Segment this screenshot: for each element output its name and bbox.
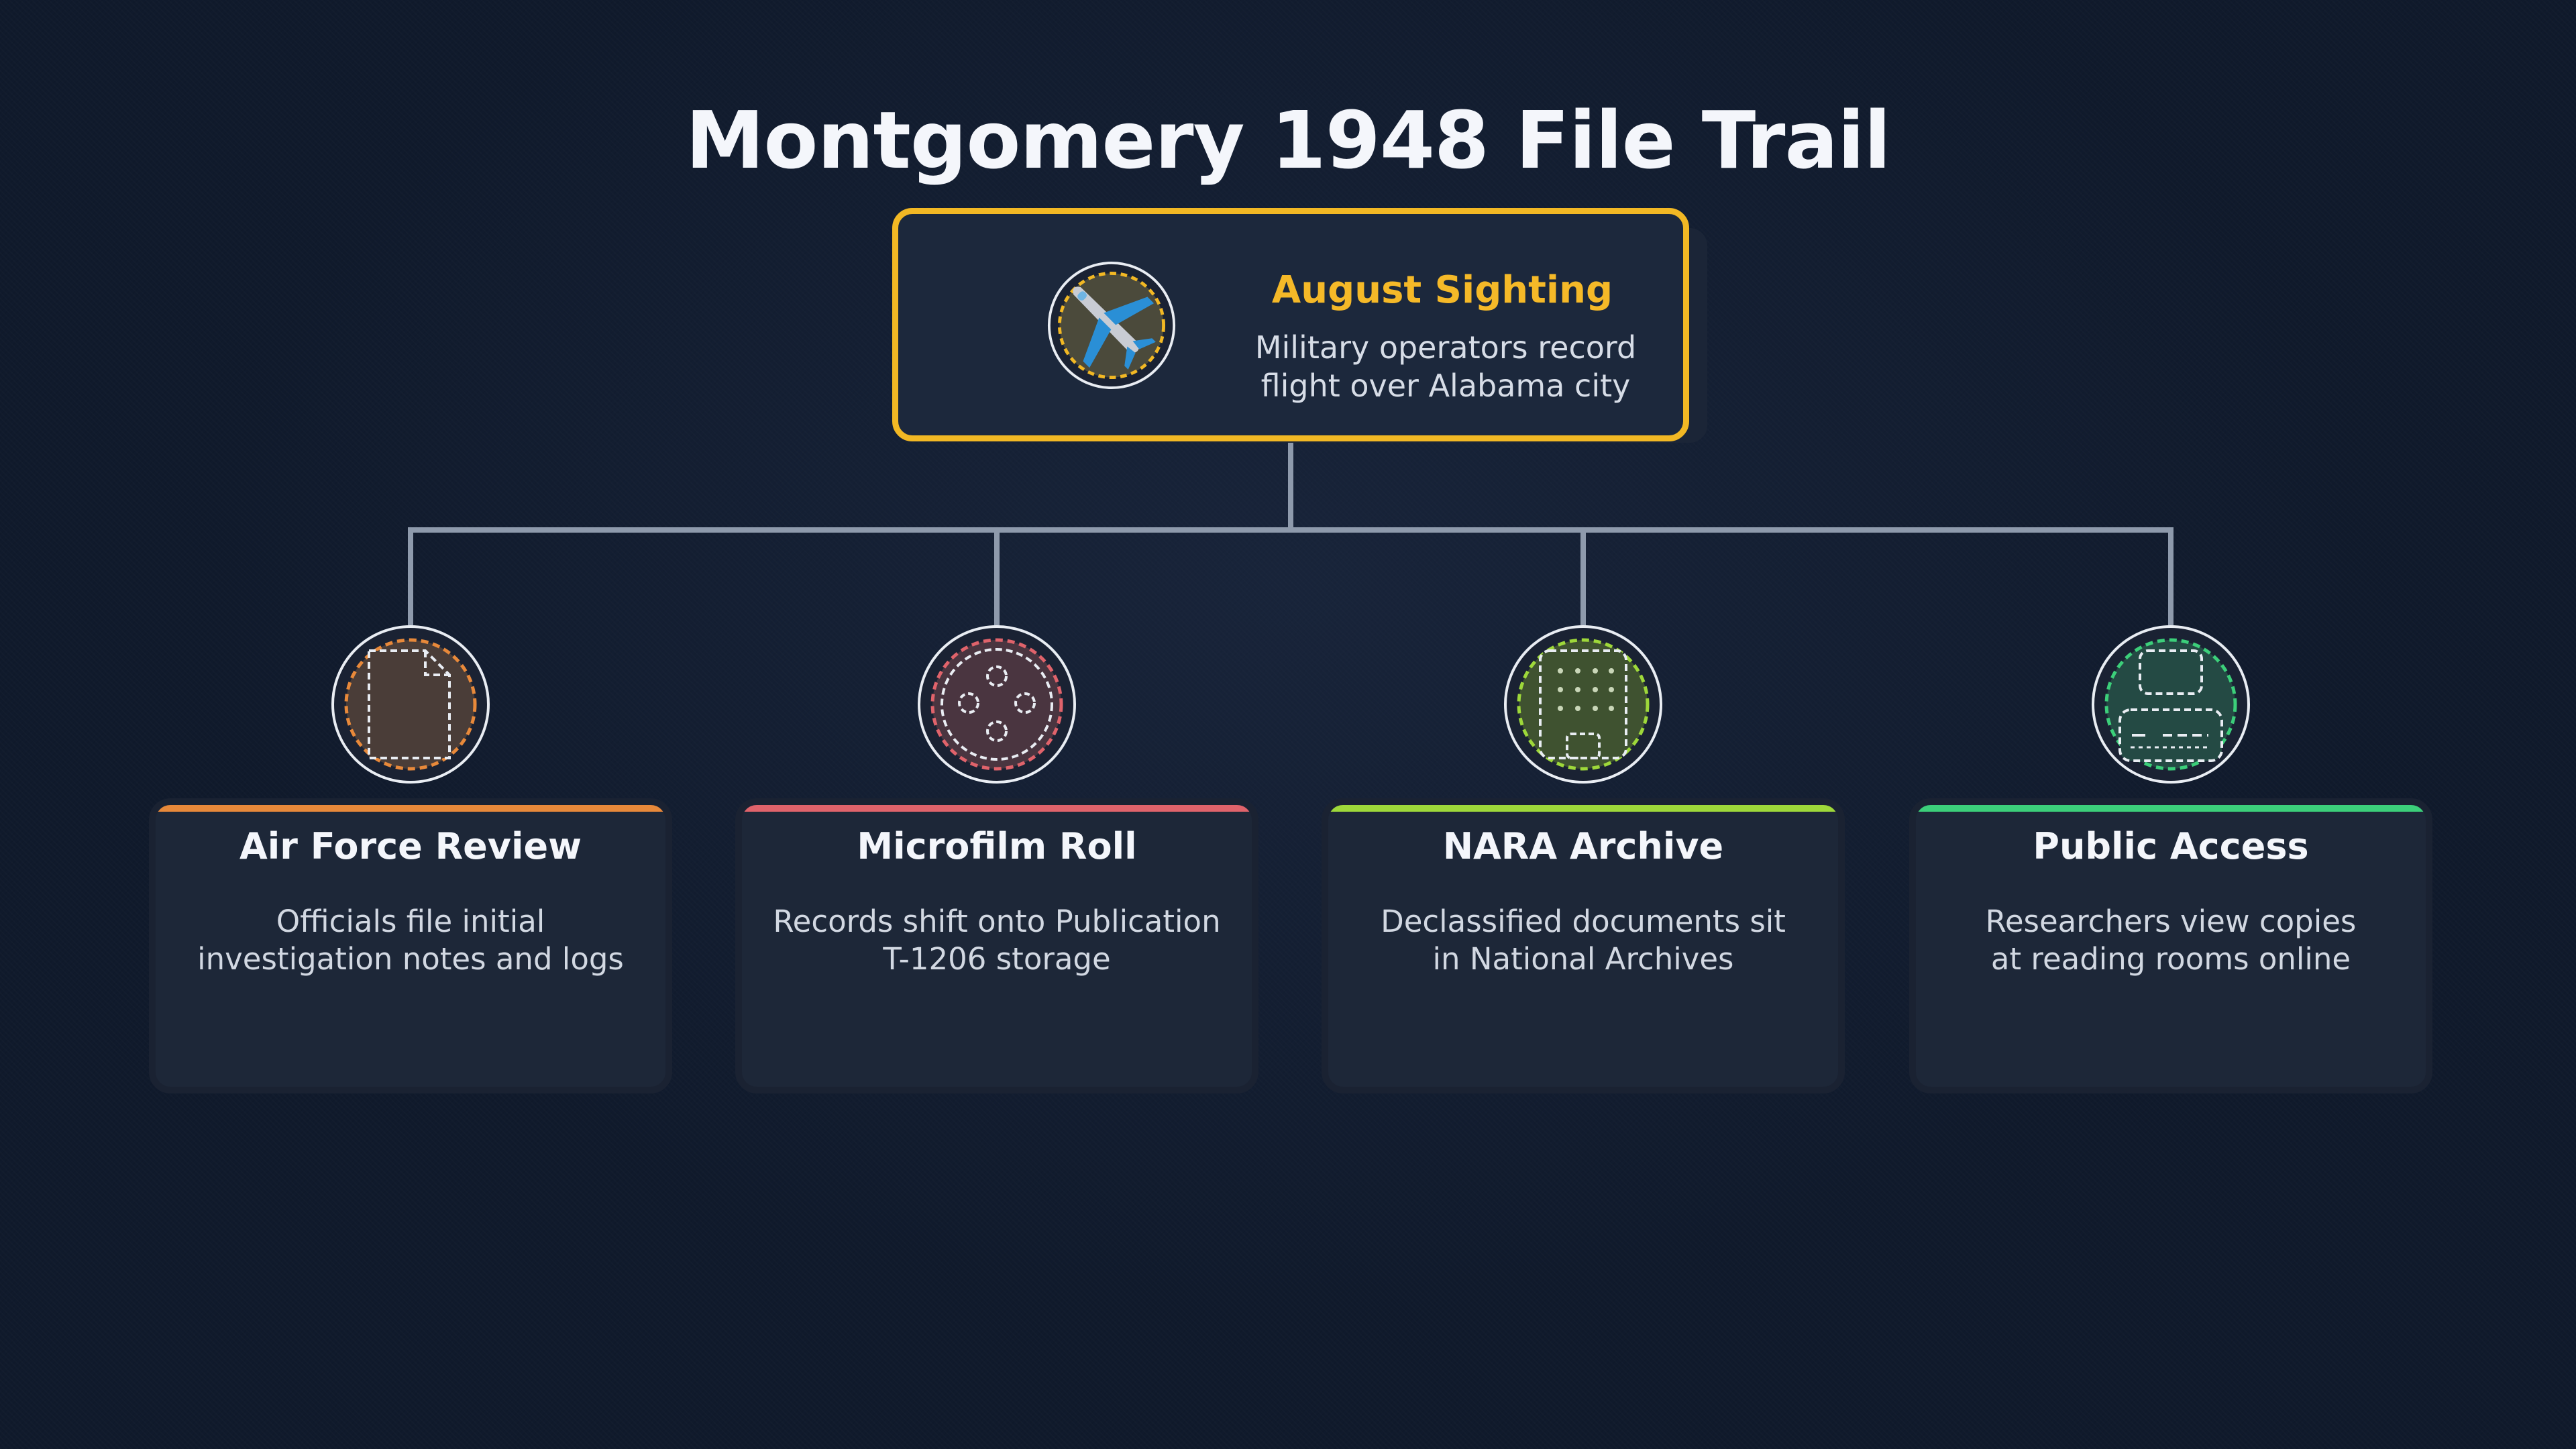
child-description: Records shift onto Publication T-1206 st… [735, 903, 1258, 978]
child-card-accent-line [1916, 805, 2426, 812]
child-description: Researchers view copies at reading rooms… [1909, 903, 2432, 978]
child-description-line: Officials file initial [276, 904, 545, 939]
child-card-nara-archive [1322, 798, 1845, 1093]
child-card-microfilm-roll [735, 798, 1258, 1093]
child-description-line: Records shift onto Publication [773, 904, 1221, 939]
child-description: Officials file initial investigation not… [149, 903, 672, 978]
root-description-line: flight over Alabama city [1260, 368, 1631, 404]
child-card-accent-line [156, 805, 665, 812]
child-title: Air Force Review [239, 825, 582, 867]
child-card-accent-line [742, 805, 1252, 812]
document-icon [331, 625, 490, 784]
archive-building-icon [1504, 625, 1662, 784]
film-reel-icon [918, 625, 1076, 784]
child-title: Public Access [2033, 825, 2309, 867]
root-description-line: Military operators record [1254, 329, 1637, 366]
child-description: Declassified documents sit in National A… [1322, 903, 1845, 978]
child-card-accent-line [1328, 805, 1838, 812]
child-description-line: investigation notes and logs [197, 941, 624, 977]
child-description-line: Researchers view copies [1985, 904, 2357, 939]
child-card-air-force-review [149, 798, 672, 1093]
root-description: Military operators record flight over Al… [1208, 329, 1684, 405]
child-description-line: T-1206 storage [883, 941, 1111, 977]
child-title: NARA Archive [1442, 825, 1724, 867]
reading-room-icon [2092, 625, 2250, 784]
diagram-title: Montgomery 1948 File Trail [686, 94, 1891, 186]
airplane-icon [1047, 261, 1176, 390]
child-description-line: in National Archives [1432, 941, 1734, 977]
child-title: Microfilm Roll [857, 825, 1137, 867]
child-description-line: at reading rooms online [1990, 941, 2351, 977]
child-description-line: Declassified documents sit [1381, 904, 1786, 939]
root-title: August Sighting [1271, 268, 1613, 312]
child-card-public-access [1909, 798, 2432, 1093]
root-card [892, 208, 1689, 441]
